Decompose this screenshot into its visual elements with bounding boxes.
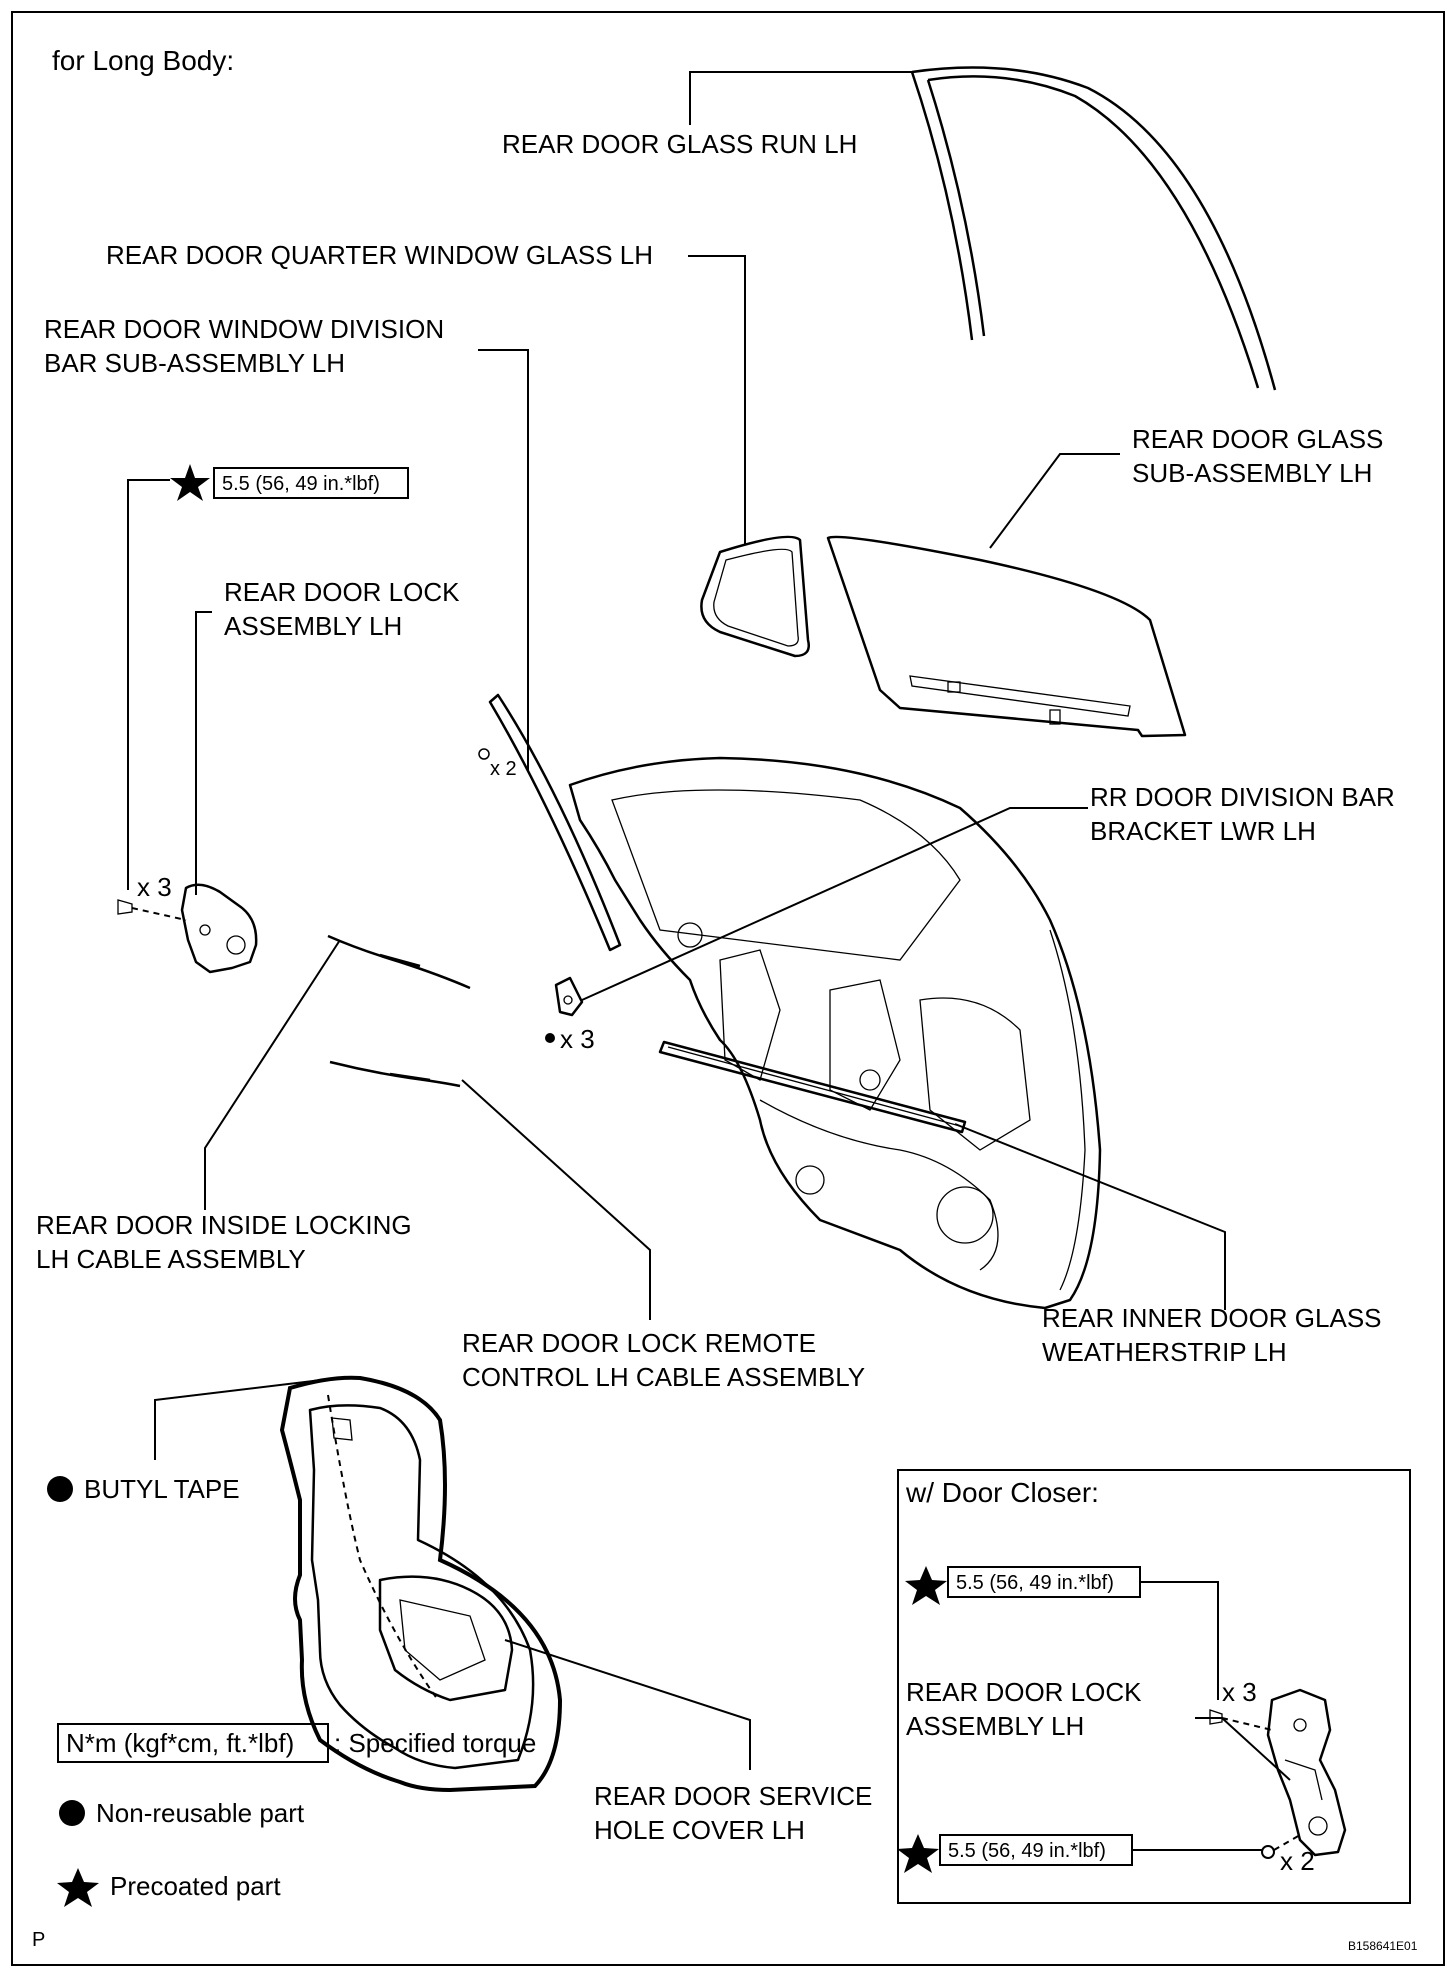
leader-weatherstrip: [954, 1123, 1226, 1310]
inset-leader-lock: [1195, 1717, 1291, 1781]
legend-torque-units: N*m (kgf*cm, ft.*lbf): [66, 1728, 294, 1758]
legend-torque-text: : Specified torque: [334, 1728, 536, 1758]
glass-run-part: [910, 66, 1277, 391]
non-reusable-dot-butyl: [47, 1476, 73, 1502]
label-glass-run: REAR DOOR GLASS RUN LH: [502, 129, 857, 159]
door-glass-part: [826, 535, 1187, 738]
leader-hole-cover: [504, 1639, 751, 1770]
service-hole-cover-part: [279, 1375, 563, 1793]
inset-torque-lower: 5.5 (56, 49 in.*lbf): [948, 1840, 1106, 1862]
precoated-star-icon: [170, 464, 210, 501]
bracket-bolt: [545, 1033, 555, 1043]
lock-screw-path: [131, 907, 187, 921]
inset-qty-screws: x 3: [1222, 1677, 1257, 1707]
leader-division-bar: [478, 349, 529, 770]
label-weatherstrip-1: REAR INNER DOOR GLASS: [1042, 1303, 1382, 1333]
leader-glass-run: [689, 71, 912, 125]
inset-label-lock-2: ASSEMBLY LH: [906, 1711, 1084, 1741]
inset-door-lock-part: [1266, 1688, 1347, 1857]
leader-inside-cable: [204, 939, 341, 1210]
label-hole-cover-1: REAR DOOR SERVICE: [594, 1781, 872, 1811]
inset-leader-torque-upper: [1140, 1581, 1219, 1700]
label-division-bar-2: BAR SUB-ASSEMBLY LH: [44, 348, 345, 378]
torque-box-main: [213, 467, 409, 499]
inset-lock-screw-path: [1221, 1717, 1273, 1731]
inset-precoated-star-lower-icon: [897, 1834, 939, 1873]
label-lock-2: ASSEMBLY LH: [224, 611, 402, 641]
leader-door-glass: [989, 453, 1120, 549]
division-nut: [478, 748, 490, 760]
inset-door-closer-frame: [897, 1469, 1411, 1904]
legend-precoated-star-icon: [57, 1868, 99, 1907]
label-quarter-glass: REAR DOOR QUARTER WINDOW GLASS LH: [106, 240, 653, 270]
figure-frame: [11, 11, 1445, 1966]
label-remote-cable-1: REAR DOOR LOCK REMOTE: [462, 1328, 816, 1358]
torque-value-main: 5.5 (56, 49 in.*lbf): [222, 473, 380, 495]
label-division-bar-1: REAR DOOR WINDOW DIVISION: [44, 314, 444, 344]
label-inside-cable-2: LH CABLE ASSEMBLY: [36, 1244, 306, 1274]
leader-quarter-glass: [688, 255, 746, 545]
door-panel-part: [568, 756, 1102, 1310]
label-butyl-tape: BUTYL TAPE: [84, 1474, 240, 1504]
figure-code: B158641E01: [1348, 1939, 1418, 1953]
heading-long-body: for Long Body:: [52, 45, 234, 76]
qty-bracket-bolts: x 3: [560, 1024, 595, 1054]
division-bar-part: [488, 693, 622, 952]
label-weatherstrip-2: WEATHERSTRIP LH: [1042, 1337, 1287, 1367]
qty-lock-screws: x 3: [137, 872, 172, 902]
remote-control-cable-part: [329, 1060, 461, 1088]
inset-bolt: [1261, 1845, 1275, 1859]
lock-screw: [117, 899, 133, 915]
legend-non-reusable-icon: [59, 1800, 85, 1826]
qty-division-nuts: x 2: [490, 758, 517, 780]
leader-remote-cable: [461, 1079, 651, 1320]
label-bracket-1: RR DOOR DIVISION BAR: [1090, 782, 1395, 812]
inset-torque-upper: 5.5 (56, 49 in.*lbf): [956, 1572, 1114, 1594]
inset-bolt-path: [1273, 1834, 1301, 1851]
quarter-window-glass-part: [700, 535, 810, 658]
leader-butyl-tape: [154, 1377, 339, 1460]
inside-locking-cable-part: [327, 934, 471, 990]
leader-bracket: [581, 807, 1088, 1001]
label-remote-cable-2: CONTROL LH CABLE ASSEMBLY: [462, 1362, 865, 1392]
label-lock-1: REAR DOOR LOCK: [224, 577, 460, 607]
inset-lock-screw: [1209, 1709, 1223, 1725]
door-lock-part: [180, 883, 258, 974]
inset-qty-bolts: x 2: [1280, 1846, 1315, 1876]
label-hole-cover-2: HOLE COVER LH: [594, 1815, 805, 1845]
inset-title: w/ Door Closer:: [905, 1477, 1099, 1508]
legend-non-reusable: Non-reusable part: [96, 1798, 305, 1828]
legend-torque-box: [57, 1723, 329, 1763]
leader-torque-main: [127, 479, 170, 890]
label-bracket-2: BRACKET LWR LH: [1090, 816, 1316, 846]
footer-marker: P: [32, 1929, 45, 1951]
inset-label-lock-1: REAR DOOR LOCK: [906, 1677, 1142, 1707]
label-door-glass-2: SUB-ASSEMBLY LH: [1132, 458, 1372, 488]
division-bar-bracket-part: [554, 976, 584, 1017]
inset-precoated-star-upper-icon: [905, 1566, 947, 1605]
leader-lock: [195, 611, 212, 895]
label-door-glass-1: REAR DOOR GLASS: [1132, 424, 1383, 454]
legend-precoated: Precoated part: [110, 1871, 281, 1901]
weatherstrip-part: [658, 1040, 967, 1134]
label-inside-cable-1: REAR DOOR INSIDE LOCKING: [36, 1210, 412, 1240]
